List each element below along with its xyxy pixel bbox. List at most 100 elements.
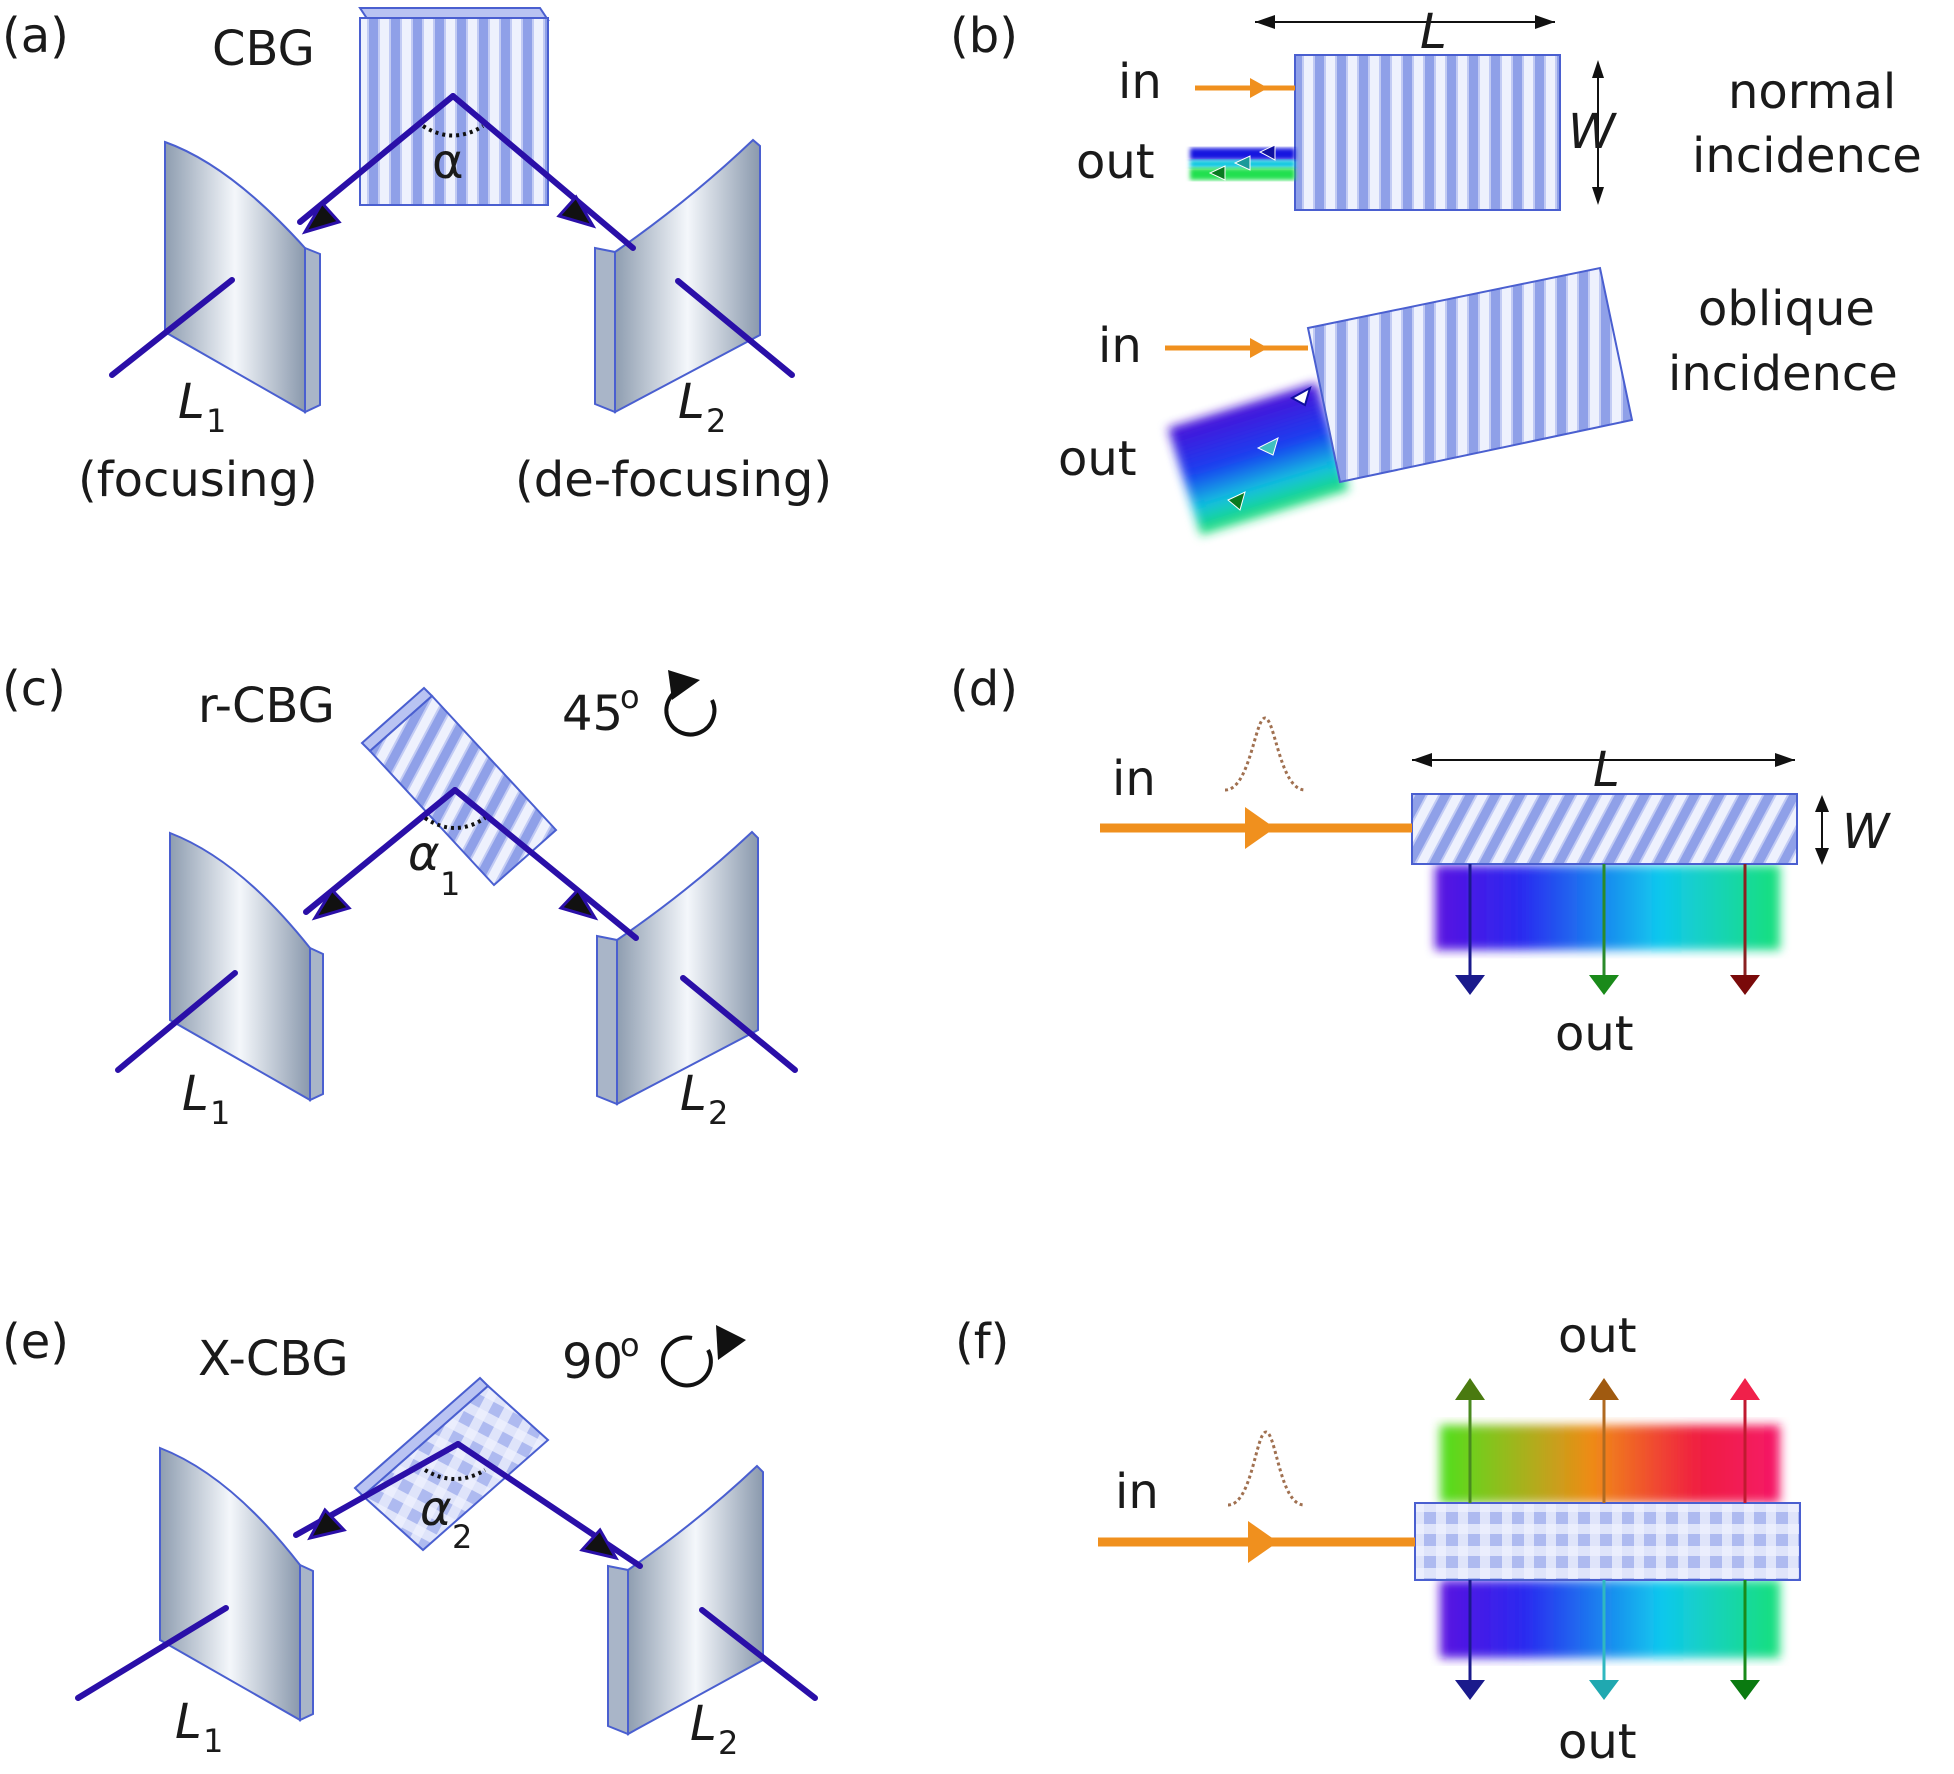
width-w-label: W	[1842, 804, 1891, 860]
input-arrow-icon	[1250, 78, 1268, 98]
degree-symbol: o	[620, 678, 640, 716]
l1-subscript: 1	[210, 1094, 230, 1132]
l1-label: L	[182, 1066, 209, 1122]
l2-label: L	[680, 1066, 707, 1122]
out-bottom-label: out	[1558, 1714, 1637, 1770]
r-cbg-label: r-CBG	[198, 678, 335, 734]
mirror-l1	[159, 1446, 314, 1722]
panel-label-d: (d)	[950, 661, 1018, 717]
dimension-arrow-icon	[1775, 753, 1795, 767]
input-arrow-icon	[1248, 1521, 1278, 1563]
r-cbg-grating	[360, 686, 558, 887]
angle-arc	[423, 816, 487, 830]
oblique-label-line2: incidence	[1668, 346, 1898, 402]
input-arrow-icon	[1250, 338, 1268, 358]
mirror-l2	[594, 138, 761, 414]
output-band-green	[1190, 168, 1295, 180]
input-pulse-shape	[1224, 716, 1306, 792]
angle-alpha-label: α	[432, 134, 464, 190]
out-label-oblique: out	[1058, 431, 1137, 487]
output-band-blue	[1190, 148, 1295, 160]
dimension-arrow-icon	[1815, 848, 1829, 865]
in-label: in	[1115, 1464, 1159, 1520]
panel-label-c: (c)	[2, 661, 66, 717]
angle-alpha1-label: α	[408, 826, 440, 882]
l2-role-label: (de-focusing)	[515, 452, 832, 508]
out-arrow-icon	[1289, 385, 1312, 407]
width-w-label: W	[1568, 104, 1617, 160]
l2-label: L	[678, 374, 705, 430]
dimension-arrow-icon	[1255, 15, 1275, 29]
angle-alpha2-label: α	[420, 1481, 452, 1537]
l2-subscript: 2	[718, 1724, 738, 1762]
length-l-label: L	[1593, 742, 1620, 798]
spectral-output-fan	[1435, 865, 1780, 950]
beam-arrow-icon	[556, 194, 597, 229]
mirror-l2	[607, 1464, 764, 1736]
l1-label: L	[175, 1694, 202, 1750]
in-label-oblique: in	[1098, 318, 1142, 374]
in-label: in	[1118, 54, 1162, 110]
crossed-grating	[1414, 1502, 1801, 1581]
out-arrow-icon	[1227, 491, 1246, 511]
length-l-label: L	[1420, 4, 1447, 60]
angle-alpha1-subscript: 1	[440, 865, 460, 903]
in-label: in	[1112, 751, 1156, 807]
dimension-arrow-icon	[1412, 753, 1432, 767]
panel-a: CBG α L 1 (focusing) L 2 (de-focusing)	[78, 7, 832, 508]
panel-label-b: (b)	[950, 8, 1018, 64]
dimension-arrow-icon	[1815, 795, 1829, 812]
rotate-ccw-icon	[664, 686, 717, 737]
angle-arc	[423, 1468, 487, 1481]
mirror-l1	[164, 140, 321, 414]
out-arrow-icon	[1233, 155, 1251, 171]
beam-arrow-icon	[307, 1507, 347, 1541]
x-cbg-label: X-CBG	[198, 1331, 349, 1387]
mirror-l2	[596, 830, 759, 1106]
l1-subscript: 1	[206, 402, 226, 440]
rotation-45-label: 45	[562, 686, 623, 742]
chirped-grating-tilted	[1411, 793, 1798, 865]
rotate-cw-icon	[660, 1335, 713, 1388]
out-arrow-icon	[1730, 1378, 1760, 1400]
mirror-l1	[169, 831, 324, 1102]
panel-label-a: (a)	[2, 8, 69, 64]
beam-arrow-icon	[579, 1527, 620, 1561]
out-label: out	[1076, 134, 1155, 190]
out-arrow-icon	[1589, 975, 1619, 995]
degree-symbol: o	[620, 1326, 640, 1364]
out-arrow-icon	[1208, 165, 1226, 181]
rotate-arrowhead-icon	[668, 670, 700, 700]
dimension-arrow-icon	[1535, 15, 1555, 29]
angle-arc	[421, 124, 485, 138]
out-arrow-icon	[1258, 144, 1276, 161]
out-arrow-icon	[1256, 437, 1279, 456]
x-cbg-grating	[353, 1376, 550, 1552]
dimension-arrow-icon	[1592, 187, 1604, 205]
l1-subscript: 1	[203, 1722, 223, 1760]
l2-subscript: 2	[706, 402, 726, 440]
cbg-oblique-grating	[1306, 266, 1634, 484]
input-pulse-shape	[1227, 1430, 1305, 1507]
normal-label-line1: normal	[1728, 64, 1896, 120]
panel-c: r-CBG 45 o α 1 L 1 L 2	[115, 670, 798, 1132]
out-arrow-icon	[1589, 1378, 1619, 1400]
out-arrow-icon	[1589, 1680, 1619, 1700]
rotate-arrowhead-icon	[716, 1325, 746, 1360]
dimension-arrow-icon	[1592, 60, 1604, 78]
panel-label-f: (f)	[955, 1314, 1009, 1370]
rotation-90-label: 90	[562, 1334, 623, 1390]
cbg-label: CBG	[212, 21, 315, 77]
angle-alpha2-subscript: 2	[452, 1518, 472, 1556]
out-arrow-icon	[1730, 1680, 1760, 1700]
l1-label: L	[178, 374, 205, 430]
spectral-output-top	[1440, 1425, 1780, 1503]
out-top-label: out	[1558, 1308, 1637, 1364]
beam-arrow-icon	[311, 887, 352, 921]
cbg-grating	[358, 7, 550, 206]
beam-arrow-icon	[301, 200, 342, 235]
l2-subscript: 2	[708, 1094, 728, 1132]
out-label: out	[1555, 1006, 1634, 1062]
normal-label-line2: incidence	[1692, 128, 1922, 184]
l2-label: L	[690, 1696, 717, 1752]
